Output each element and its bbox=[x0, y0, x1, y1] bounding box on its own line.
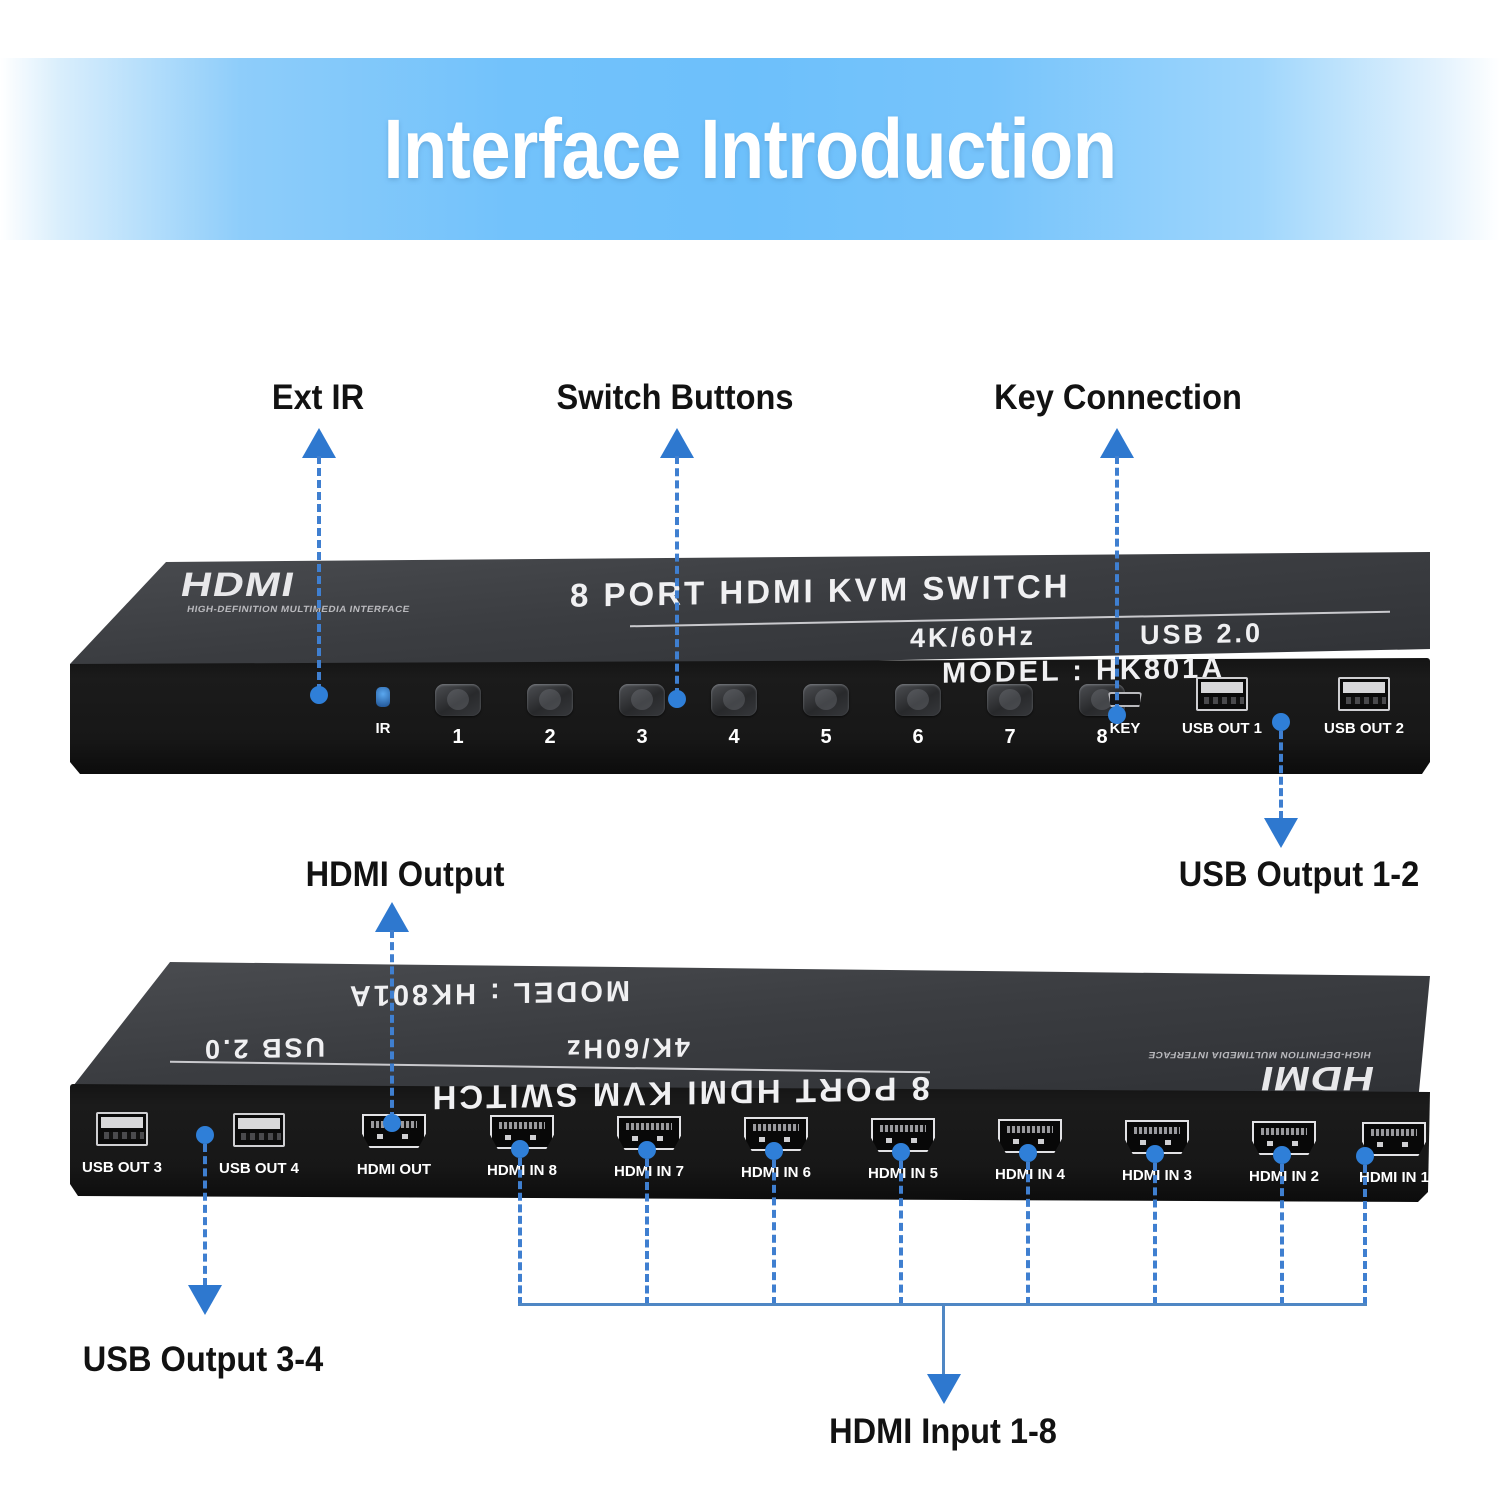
callout-usb-34-line bbox=[203, 1144, 207, 1286]
device-spec-4k: 4K/60Hz bbox=[910, 620, 1037, 654]
callout-switch-buttons-dot bbox=[668, 690, 686, 708]
callout-hdmi-output: HDMI Output bbox=[305, 855, 505, 894]
callout-hdmi-in-3-dot bbox=[1146, 1145, 1164, 1163]
hdmi-in-3-label: HDMI IN 3 bbox=[1121, 1167, 1192, 1184]
device-rear-top-face bbox=[70, 962, 1430, 1102]
callout-hdmi-input-arrow bbox=[927, 1374, 961, 1404]
callout-hdmi-in-5-line bbox=[899, 1161, 903, 1305]
callout-ext-ir-dot bbox=[310, 686, 328, 704]
callout-hdmi-in-2-line bbox=[1280, 1164, 1284, 1305]
hdmi-logo-subtitle: HIGH-DEFINITION MULTIMEDIA INTERFACE bbox=[186, 604, 411, 614]
hdmi-in-2-label: HDMI IN 2 bbox=[1248, 1168, 1319, 1185]
switch-button-label-2: 2 bbox=[544, 726, 556, 748]
usb-out-1-label: USB OUT 1 bbox=[1181, 720, 1262, 737]
callout-switch-buttons: Switch Buttons bbox=[556, 378, 794, 417]
callout-switch-buttons-line bbox=[675, 456, 679, 696]
usb-out-3-port[interactable] bbox=[96, 1112, 148, 1146]
usb-out-4-label: USB OUT 4 bbox=[218, 1160, 299, 1177]
callout-ext-ir-line bbox=[317, 456, 321, 692]
header-banner: Interface Introduction bbox=[0, 58, 1500, 240]
callout-hdmi-in-6-line bbox=[772, 1160, 776, 1305]
switch-button-4[interactable] bbox=[711, 684, 757, 716]
callout-usb-output-3-4: USB Output 3-4 bbox=[82, 1340, 324, 1379]
callout-key-connection-arrow bbox=[1100, 428, 1134, 458]
switch-button-label-4: 4 bbox=[728, 726, 740, 748]
callout-hdmi-output-line bbox=[390, 930, 394, 1120]
callout-hdmi-in-8-dot bbox=[511, 1140, 529, 1158]
switch-button-label-7: 7 bbox=[1004, 726, 1016, 748]
ir-receiver bbox=[376, 687, 390, 707]
callout-usb-12-dot bbox=[1272, 713, 1290, 731]
callout-hdmi-in-1-dot bbox=[1356, 1147, 1374, 1165]
callout-hdmi-output-dot bbox=[383, 1114, 401, 1132]
usb-out-3-label: USB OUT 3 bbox=[81, 1159, 162, 1176]
callout-usb-34-arrow bbox=[188, 1285, 222, 1315]
callout-usb-output-1-2: USB Output 1-2 bbox=[1178, 855, 1420, 894]
switch-button-1[interactable] bbox=[435, 684, 481, 716]
device-rear-hdmi-subtitle: HIGH-DEFINITION MULTIMEDIA INTERFACE bbox=[1147, 1050, 1372, 1060]
ir-label: IR bbox=[375, 720, 391, 737]
key-port-label: KEY bbox=[1109, 720, 1141, 737]
switch-button-6[interactable] bbox=[895, 684, 941, 716]
callout-hdmi-in-7-line bbox=[645, 1159, 649, 1305]
callout-hdmi-input-stem bbox=[942, 1303, 945, 1376]
callout-hdmi-in-5-dot bbox=[892, 1143, 910, 1161]
hdmi-in-4-label: HDMI IN 4 bbox=[994, 1166, 1065, 1183]
device-rear-spec-usb: USB 2.0 bbox=[201, 1032, 325, 1065]
switch-button-7[interactable] bbox=[987, 684, 1033, 716]
hdmi-in-1-label: HDMI IN 1 bbox=[1358, 1169, 1429, 1186]
callout-key-connection-line bbox=[1115, 456, 1119, 712]
switch-button-label-1: 1 bbox=[452, 726, 464, 748]
callout-hdmi-in-8-line bbox=[518, 1158, 522, 1305]
callout-hdmi-in-6-dot bbox=[765, 1142, 783, 1160]
device-front-face bbox=[70, 658, 1430, 774]
page-title: Interface Introduction bbox=[383, 101, 1117, 196]
device-rear-hdmi-logo: HDMI bbox=[1256, 1059, 1378, 1097]
callout-hdmi-in-3-line bbox=[1153, 1163, 1157, 1305]
hdmi-in-5-label: HDMI IN 5 bbox=[867, 1165, 938, 1182]
callout-hdmi-in-2-dot bbox=[1273, 1146, 1291, 1164]
switch-button-label-3: 3 bbox=[636, 726, 648, 748]
callout-switch-buttons-arrow bbox=[660, 428, 694, 458]
callout-hdmi-in-7-dot bbox=[638, 1141, 656, 1159]
callout-key-connection: Key Connection bbox=[994, 378, 1242, 417]
switch-button-3[interactable] bbox=[619, 684, 665, 716]
usb-out-2-label: USB OUT 2 bbox=[1323, 720, 1404, 737]
usb-out-4-port[interactable] bbox=[233, 1113, 285, 1147]
switch-button-label-8: 8 bbox=[1096, 726, 1108, 748]
callout-ext-ir: Ext IR bbox=[271, 378, 365, 417]
device-spec-usb: USB 2.0 bbox=[1140, 617, 1264, 651]
device-rear-view: MODEL : HK801A USB 2.0 4K/60Hz 8 PORT HD… bbox=[70, 962, 1430, 1202]
device-front-view: HDMI HIGH-DEFINITION MULTIMEDIA INTERFAC… bbox=[70, 552, 1430, 774]
hdmi-in-8-label: HDMI IN 8 bbox=[486, 1162, 557, 1179]
callout-hdmi-in-4-line bbox=[1026, 1162, 1030, 1305]
switch-button-5[interactable] bbox=[803, 684, 849, 716]
callout-hdmi-input-1-8: HDMI Input 1-8 bbox=[829, 1412, 1057, 1451]
hdmi-in-6-label: HDMI IN 6 bbox=[740, 1164, 811, 1181]
callout-hdmi-in-4-dot bbox=[1019, 1144, 1037, 1162]
callout-ext-ir-arrow bbox=[302, 428, 336, 458]
usb-out-1-port[interactable] bbox=[1196, 677, 1248, 711]
usb-out-2-port[interactable] bbox=[1338, 677, 1390, 711]
callout-hdmi-output-arrow bbox=[375, 902, 409, 932]
callout-hdmi-in-1-line bbox=[1363, 1165, 1367, 1305]
hdmi-in-7-port[interactable] bbox=[617, 1116, 681, 1150]
key-port[interactable] bbox=[1108, 692, 1142, 707]
switch-button-2[interactable] bbox=[527, 684, 573, 716]
callout-usb-34-dot bbox=[196, 1126, 214, 1144]
hdmi-in-7-label: HDMI IN 7 bbox=[613, 1163, 684, 1180]
callout-usb-12-line bbox=[1279, 731, 1283, 819]
hdmi-out-label: HDMI OUT bbox=[356, 1161, 432, 1178]
callout-key-connection-dot bbox=[1108, 706, 1126, 724]
hdmi-logo: HDMI bbox=[177, 566, 299, 604]
callout-usb-12-arrow bbox=[1264, 818, 1298, 848]
switch-button-label-5: 5 bbox=[820, 726, 832, 748]
device-rear-spec-4k: 4K/60Hz bbox=[563, 1032, 690, 1065]
switch-button-label-6: 6 bbox=[912, 726, 924, 748]
